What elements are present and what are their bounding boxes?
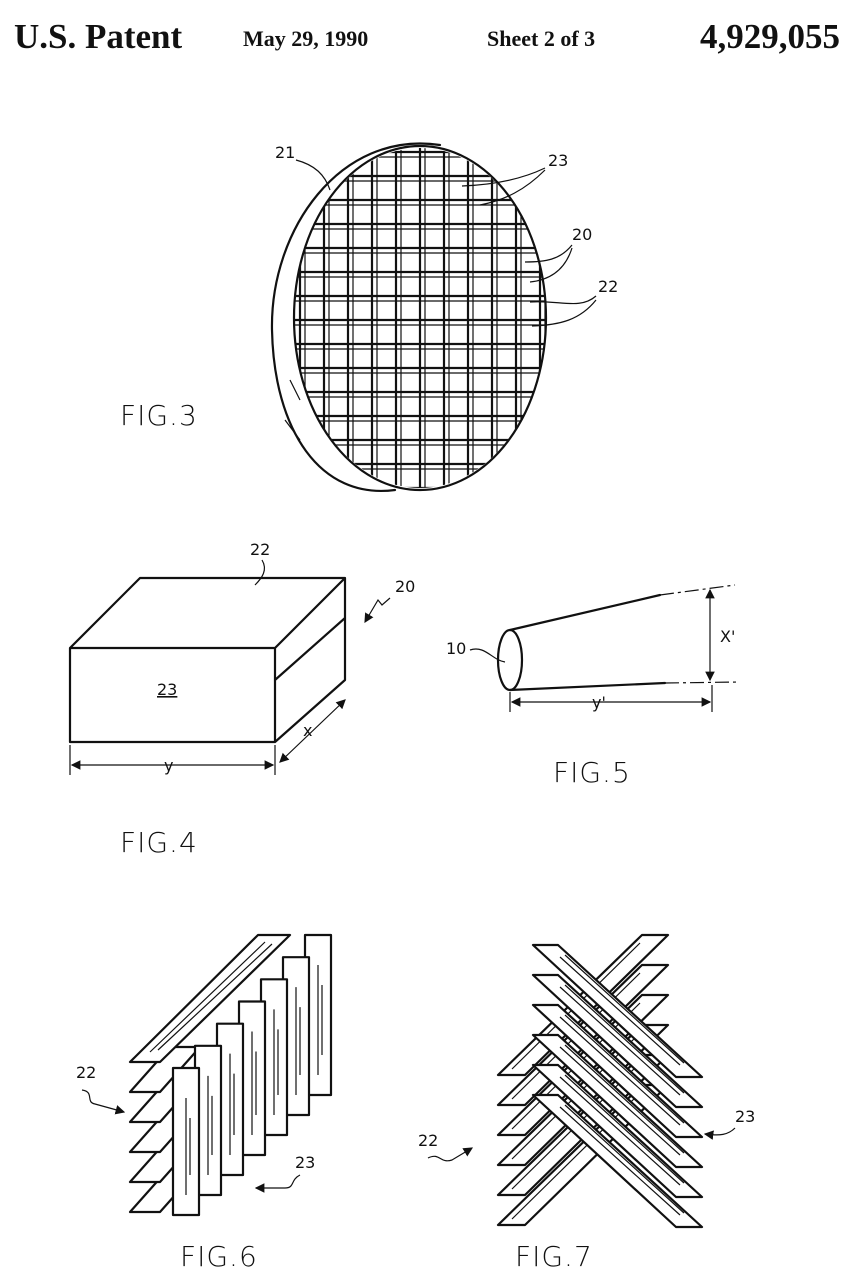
ref-22: 22	[418, 1131, 438, 1150]
slat-hatch	[559, 1104, 685, 1216]
slat-hatch	[559, 984, 685, 1096]
slat-hatch	[559, 954, 685, 1066]
disc-face	[292, 144, 548, 492]
sheet-header: U.S. Patent May 29, 1990 Sheet 2 of 3 4,…	[14, 17, 840, 56]
fiber-end	[496, 628, 524, 692]
slat-stack-6	[128, 933, 333, 1217]
dim-x: x	[303, 721, 312, 740]
ref-23: 23	[735, 1107, 755, 1126]
slat-hatch	[229, 1053, 235, 1155]
ref-23: 23	[548, 151, 568, 170]
down-slat	[531, 943, 704, 1079]
ref-23: 23	[295, 1153, 315, 1172]
down-slat	[531, 973, 704, 1109]
fig6-caption: FIG.6	[180, 1240, 258, 1273]
slat-hatch	[559, 1014, 685, 1126]
horizontal-slat	[128, 933, 292, 1064]
fig5-caption: FIG.5	[553, 756, 631, 789]
slat-hatch	[559, 1074, 685, 1186]
ref-20: 20	[572, 225, 592, 244]
figure-5: X' y' 10 FIG.5	[446, 584, 741, 789]
disc-rim	[270, 142, 442, 493]
down-slat	[531, 1003, 704, 1139]
down-slat	[531, 1063, 704, 1199]
down-slat	[531, 1033, 704, 1169]
figure-6: 22 23 FIG.6	[76, 933, 333, 1273]
figure-3: 21 23 20 22 FIG.3	[120, 142, 618, 493]
ref-23: 23	[157, 680, 177, 699]
ref-10: 10	[446, 639, 466, 658]
slat-hatch	[251, 1031, 257, 1135]
fig7-caption: FIG.7	[515, 1240, 593, 1273]
dim-y-prime: y'	[592, 693, 606, 712]
fig4-caption: FIG.4	[120, 826, 198, 859]
slat-hatch	[559, 1044, 685, 1156]
header-date: May 29, 1990	[243, 26, 368, 51]
ref-22: 22	[76, 1063, 96, 1082]
dim-x-prime: X'	[720, 627, 735, 646]
figure-4: 22 23 20 y x FIG.4	[68, 540, 415, 859]
honeycomb-grid	[294, 148, 546, 488]
slat-hatch	[185, 1098, 191, 1195]
ref-22: 22	[250, 540, 270, 559]
slat-hatch	[149, 941, 273, 1053]
header-title: U.S. Patent	[14, 17, 183, 56]
ref-21: 21	[275, 143, 295, 162]
fig3-caption: FIG.3	[120, 399, 198, 432]
slat-hatch	[207, 1075, 213, 1175]
slat-stack-7	[496, 933, 704, 1229]
header-sheet: Sheet 2 of 3	[487, 26, 595, 51]
dim-y: y	[164, 756, 173, 775]
box-cell	[68, 576, 347, 744]
figure-7: 22 23 FIG.7	[418, 933, 755, 1273]
slat-hatch	[273, 1009, 279, 1115]
ref-22: 22	[598, 277, 618, 296]
slat-hatch	[295, 987, 301, 1095]
slat-hatch	[317, 965, 323, 1075]
down-slat	[531, 1093, 704, 1229]
header-patent-number: 4,929,055	[700, 17, 840, 56]
ref-20: 20	[395, 577, 415, 596]
